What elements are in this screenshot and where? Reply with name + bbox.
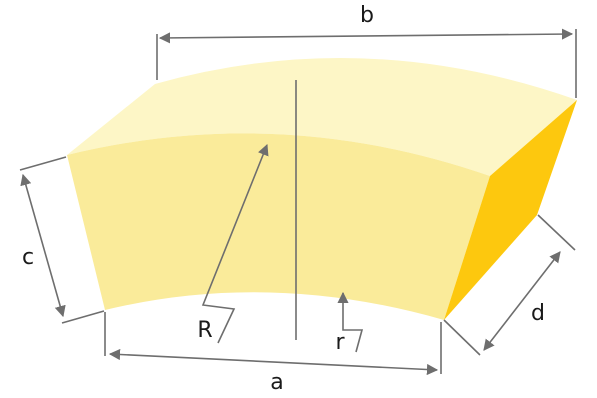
dimension-c [19,156,105,324]
dimension-a [104,312,442,376]
top-face [67,58,577,177]
label-a: a [270,370,283,395]
label-R: R [197,318,212,343]
side-face [444,100,577,320]
label-d: d [531,301,545,326]
label-b: b [360,3,374,28]
radius-R-arrow [201,143,269,344]
label-r: r [335,330,345,355]
label-c: c [22,245,34,270]
radius-r-arrow [337,291,364,353]
dimension-b [156,28,577,98]
front-face [67,133,490,320]
dimension-d [443,214,576,356]
